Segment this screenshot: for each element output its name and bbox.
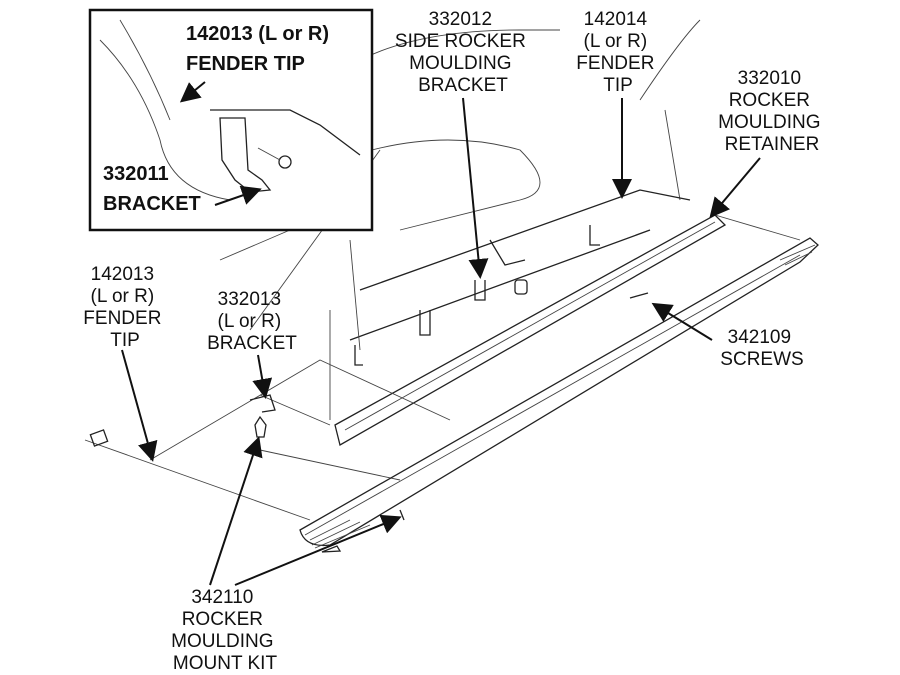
car-body-outline bbox=[219, 19, 701, 420]
rocker-moulding-retainer bbox=[334, 214, 727, 446]
inset-detail: 142013 (L or R) FENDER TIP 332011 BRACKE… bbox=[88, 8, 374, 232]
inset-fender-tip-label: 142013 (L or R) FENDER TIP bbox=[186, 23, 335, 75]
label-342109-screws: 342109 SCREWS bbox=[720, 327, 803, 370]
inset-bracket-label: 332011 BRACKET bbox=[103, 163, 201, 215]
arrow bbox=[214, 185, 262, 206]
ground-plane bbox=[84, 214, 801, 521]
label-142013-fender-tip: 142013 (L or R) FENDER TIP bbox=[83, 264, 166, 351]
label-332012-side-bracket: 332012 SIDE ROCKER MOULDING BRACKET bbox=[395, 9, 531, 96]
label-142014-fender-tip: 142014 (L or R) FENDER TIP bbox=[576, 9, 659, 96]
bracket-332013 bbox=[249, 394, 405, 521]
label-342110-mount-kit: 342110 ROCKER MOULDING MOUNT KIT bbox=[171, 587, 279, 674]
arrow bbox=[179, 81, 206, 103]
label-332010-retainer: 332010 ROCKER MOULDING RETAINER bbox=[718, 68, 826, 155]
rocker-moulding bbox=[299, 237, 819, 553]
label-332013-bracket: 332013 (L or R) BRACKET bbox=[207, 289, 297, 354]
